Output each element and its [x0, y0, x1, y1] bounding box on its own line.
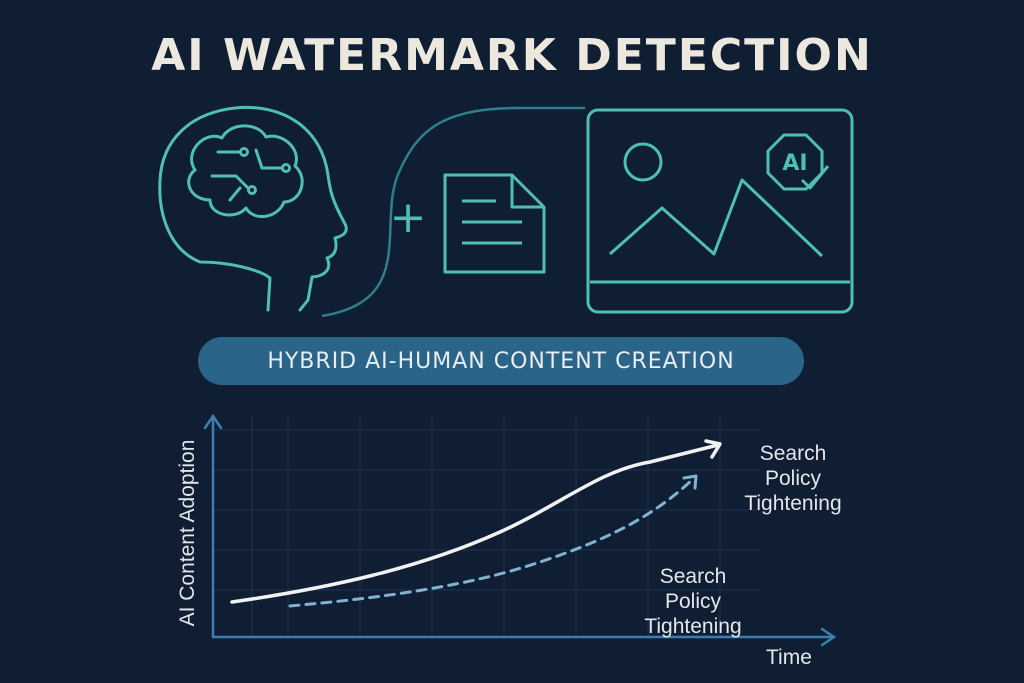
plus-icon: +	[390, 192, 427, 243]
series-line-dashed	[288, 476, 696, 608]
sun-icon	[623, 142, 663, 182]
document-icon	[443, 173, 546, 274]
banner-label: HYBRID AI-HUMAN CONTENT CREATION	[198, 337, 804, 385]
series-arrowhead-dashed	[682, 474, 698, 490]
ai-badge-label: AI	[782, 151, 807, 176]
y-axis	[203, 413, 223, 639]
x-axis-label: Time	[766, 646, 812, 669]
connector-curve	[321, 106, 585, 318]
image-frame-icon	[586, 108, 854, 314]
series-arrowhead-solid	[704, 439, 722, 459]
mountains-icon	[609, 178, 824, 258]
annotation-lower: Search Policy Tightening	[628, 564, 758, 639]
annotation-upper: Search Policy Tightening	[728, 441, 858, 516]
page-title: AI WATERMARK DETECTION	[151, 30, 873, 81]
x-axis	[211, 627, 837, 647]
annotation-upper-text: Search Policy Tightening	[744, 442, 842, 515]
y-axis-label: AI Content Adoption	[176, 439, 199, 627]
series-line-solid	[230, 443, 720, 604]
head-brain-icon	[158, 105, 348, 312]
ai-badge-icon	[766, 133, 830, 191]
annotation-lower-text: Search Policy Tightening	[644, 565, 742, 638]
chart-grid	[213, 415, 760, 637]
